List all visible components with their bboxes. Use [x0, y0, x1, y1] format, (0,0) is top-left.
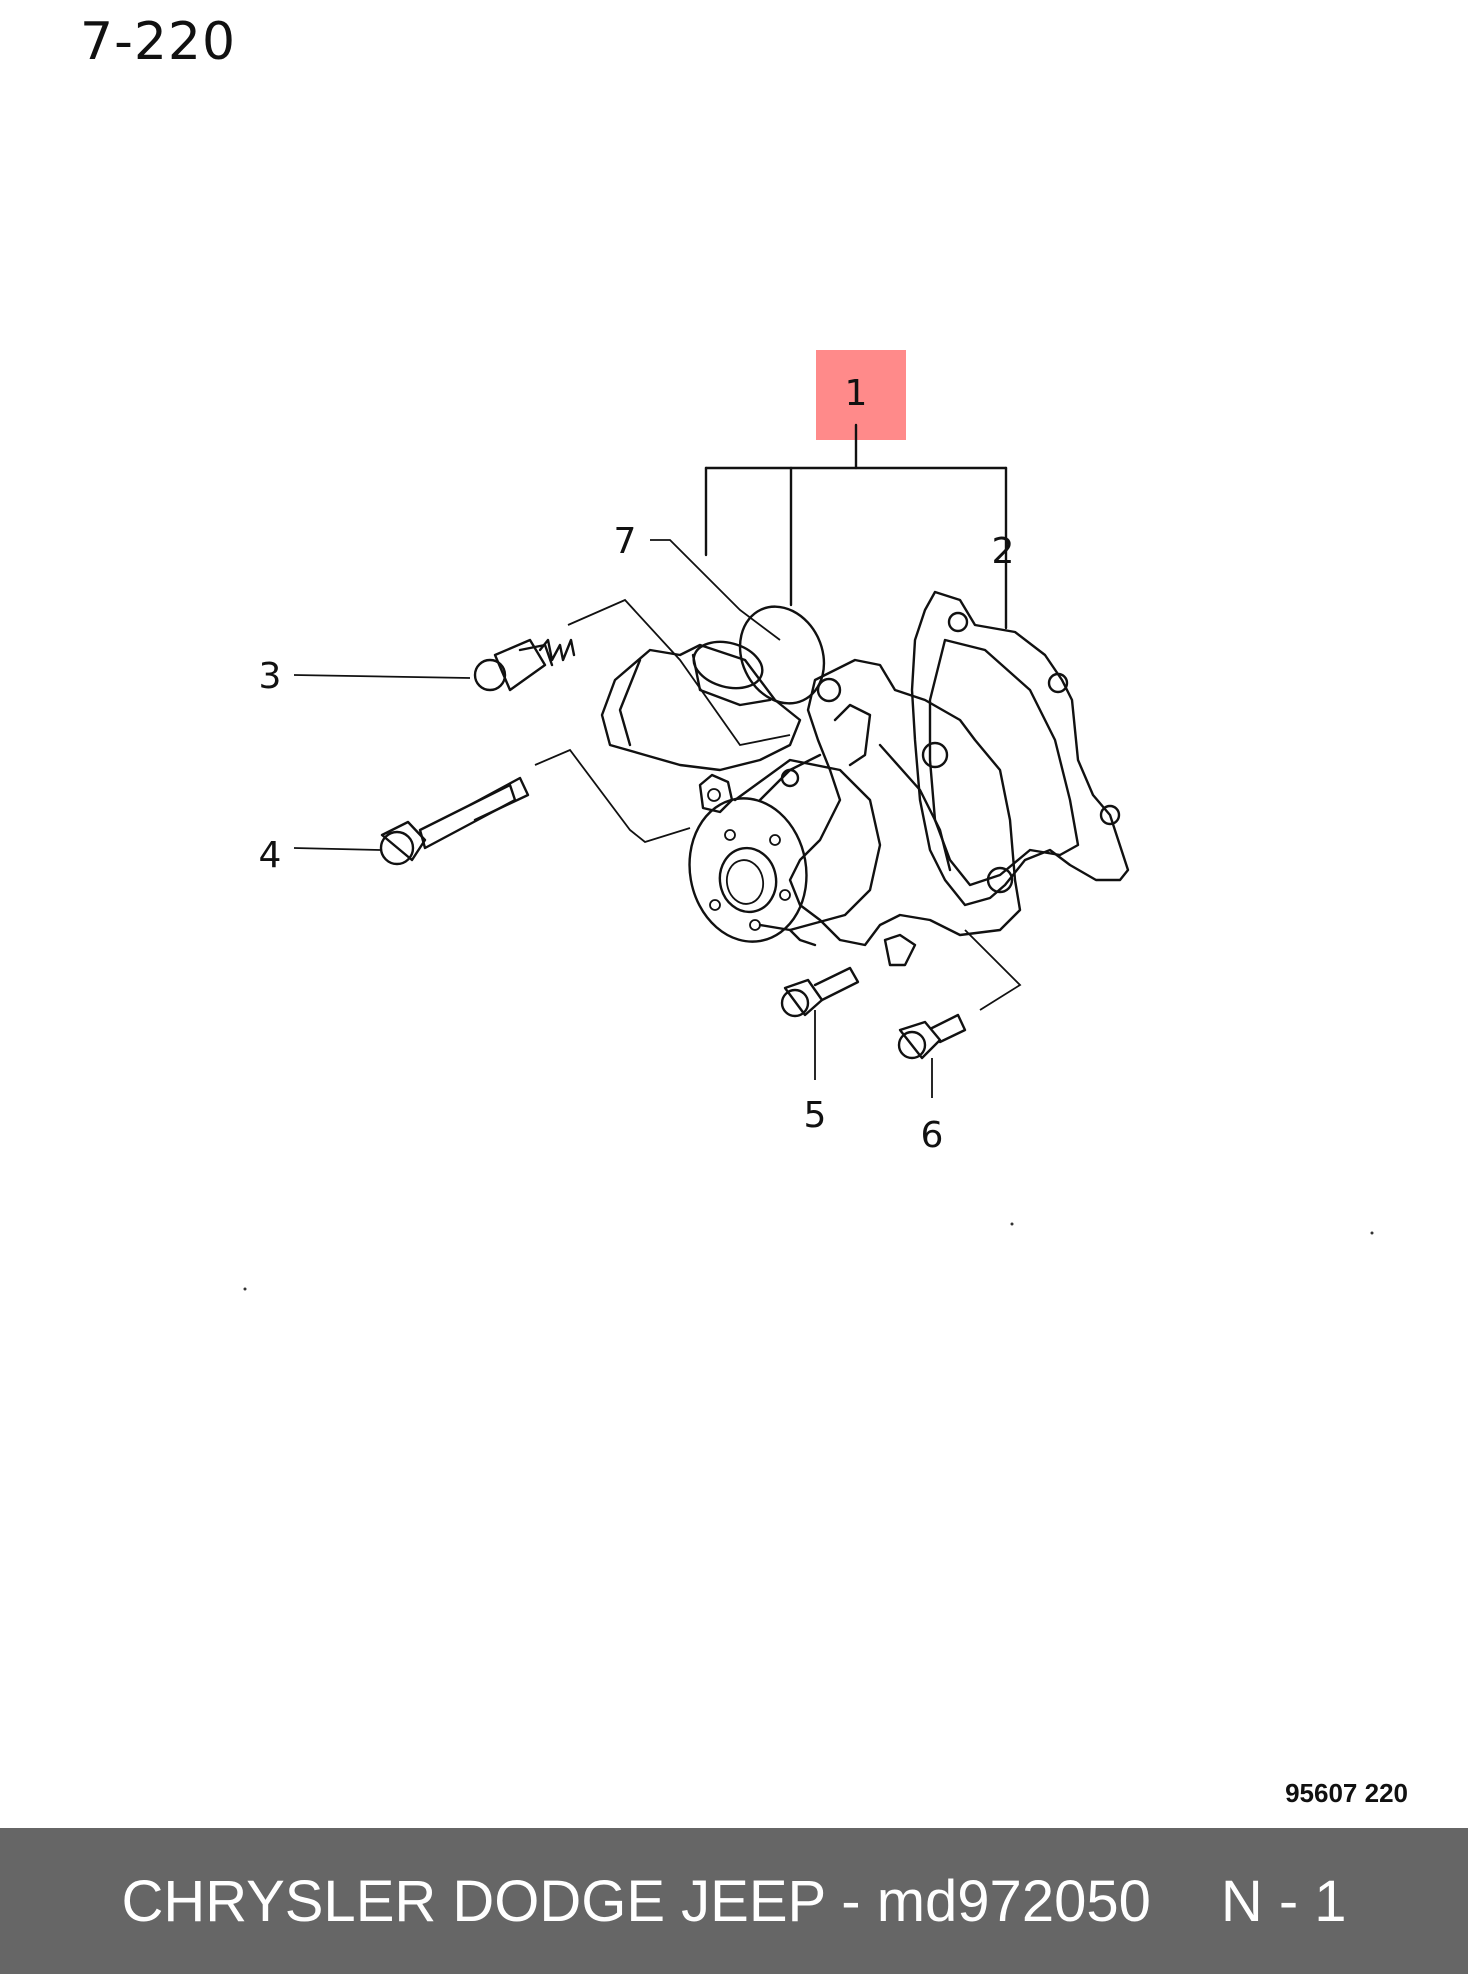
- footer-brand-part: CHRYSLER DODGE JEEP - md972050: [121, 1868, 1151, 1934]
- bolt-part-4: [379, 776, 530, 866]
- page-reference: 7-220: [80, 12, 237, 72]
- callout-1-highlight[interactable]: [816, 350, 906, 440]
- speck: [1010, 1222, 1014, 1226]
- callout-7[interactable]: 7: [614, 521, 637, 562]
- o-ring-part-7: [738, 605, 826, 705]
- gasket-part-2: [910, 590, 1130, 907]
- bolt-part-6: [897, 1013, 967, 1060]
- callout-5[interactable]: 5: [804, 1095, 827, 1136]
- drawing-code: 95607 220: [1285, 1778, 1408, 1808]
- speck: [243, 1287, 247, 1291]
- callout-1[interactable]: 1: [845, 373, 868, 414]
- callout-6[interactable]: 6: [921, 1115, 944, 1156]
- bolt-part-3: [473, 638, 576, 692]
- footer-position: N - 1: [1220, 1868, 1347, 1934]
- speck: [1370, 1231, 1374, 1235]
- callout-2[interactable]: 2: [992, 531, 1015, 572]
- footer-bar: CHRYSLER DODGE JEEP - md972050 N - 1: [0, 1828, 1468, 1974]
- callout-3[interactable]: 3: [259, 656, 282, 697]
- assembly-bracket: [704, 423, 1008, 630]
- bolt-part-5: [780, 966, 860, 1018]
- callout-4[interactable]: 4: [259, 835, 282, 876]
- water-pump-body: [600, 640, 1022, 967]
- leader-lines: [293, 539, 1022, 1098]
